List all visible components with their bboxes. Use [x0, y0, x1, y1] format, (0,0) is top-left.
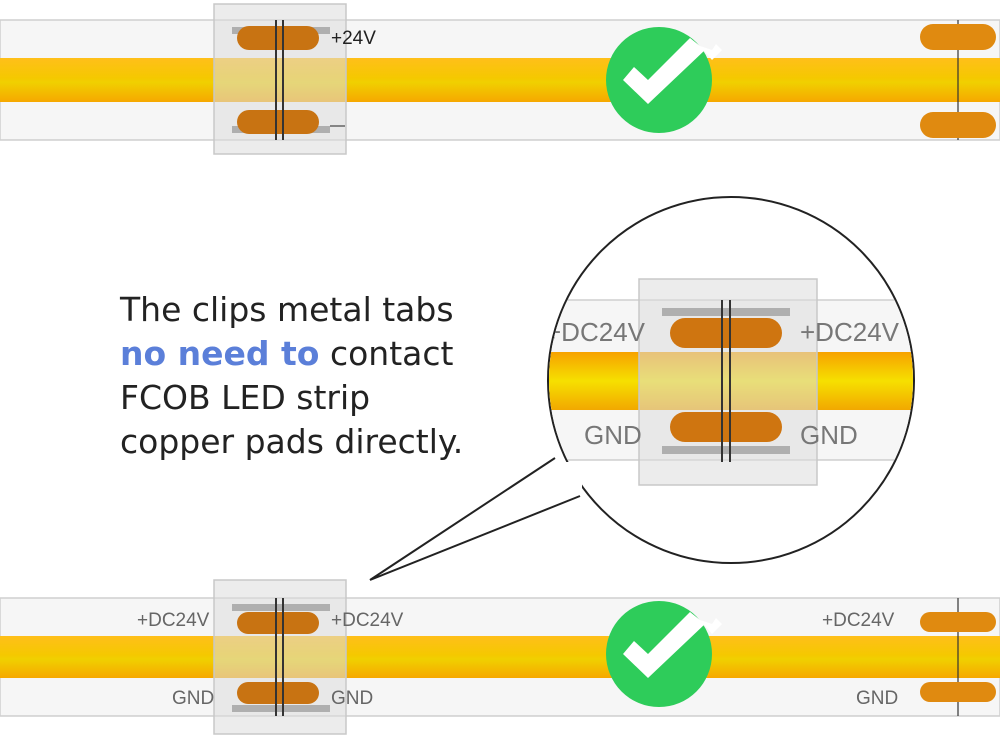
bottom-strip-pad-positive	[920, 612, 996, 632]
bottom-clip-tab-positive	[237, 612, 319, 634]
bottom-label-mid-positive: +DC24V	[331, 610, 404, 631]
zoom-label-left-positive: +DC24V	[546, 317, 646, 347]
caption-line-2: no need to contact	[120, 332, 540, 376]
callout-pointer	[369, 457, 581, 581]
bottom-label-right-ground: GND	[856, 688, 898, 709]
top-clip-tab-positive	[237, 26, 319, 50]
bottom-connector-clip: +DC24V +DC24V GND GND	[137, 579, 404, 735]
bottom-label-mid-ground: GND	[331, 688, 373, 709]
caption-line-4: copper pads directly.	[120, 422, 464, 461]
bottom-led-strip: +DC24V GND	[0, 597, 1000, 717]
bottom-label-right-positive: +DC24V	[822, 610, 895, 631]
check-icon	[606, 601, 722, 707]
zoom-label-left-ground: GND	[584, 420, 642, 450]
top-strip-pad-positive	[920, 24, 996, 50]
top-label-negative: —	[330, 117, 345, 134]
zoom-label-right-positive: +DC24V	[800, 317, 900, 347]
check-icon	[606, 27, 722, 133]
top-strip-pad-negative	[920, 112, 996, 138]
caption-line-3: FCOB LED strip	[120, 378, 371, 417]
top-label-positive: +24V	[331, 28, 376, 49]
caption-line-2-rest: contact	[319, 334, 454, 373]
caption-highlight: no need to	[120, 334, 320, 373]
bottom-strip-glow	[0, 636, 1000, 678]
caption-text: The clips metal tabs no need to contact …	[120, 288, 540, 464]
top-clip-tab-negative	[237, 110, 319, 134]
bottom-label-left-positive: +DC24V	[137, 610, 210, 631]
zoom-callout: +DC24V +DC24V GND GND	[369, 196, 915, 581]
zoom-label-right-ground: GND	[800, 420, 858, 450]
bottom-strip-pad-negative	[920, 682, 996, 702]
bottom-clip-tab-negative	[237, 682, 319, 704]
top-strip-glow	[0, 58, 1000, 102]
bottom-label-left-ground: GND	[172, 688, 214, 709]
top-led-strip	[0, 19, 1000, 141]
caption-line-1: The clips metal tabs	[120, 290, 454, 329]
zoom-clip-tab-positive	[670, 318, 782, 348]
top-connector-clip: +24V —	[213, 3, 376, 155]
zoom-clip-tab-negative	[670, 412, 782, 442]
